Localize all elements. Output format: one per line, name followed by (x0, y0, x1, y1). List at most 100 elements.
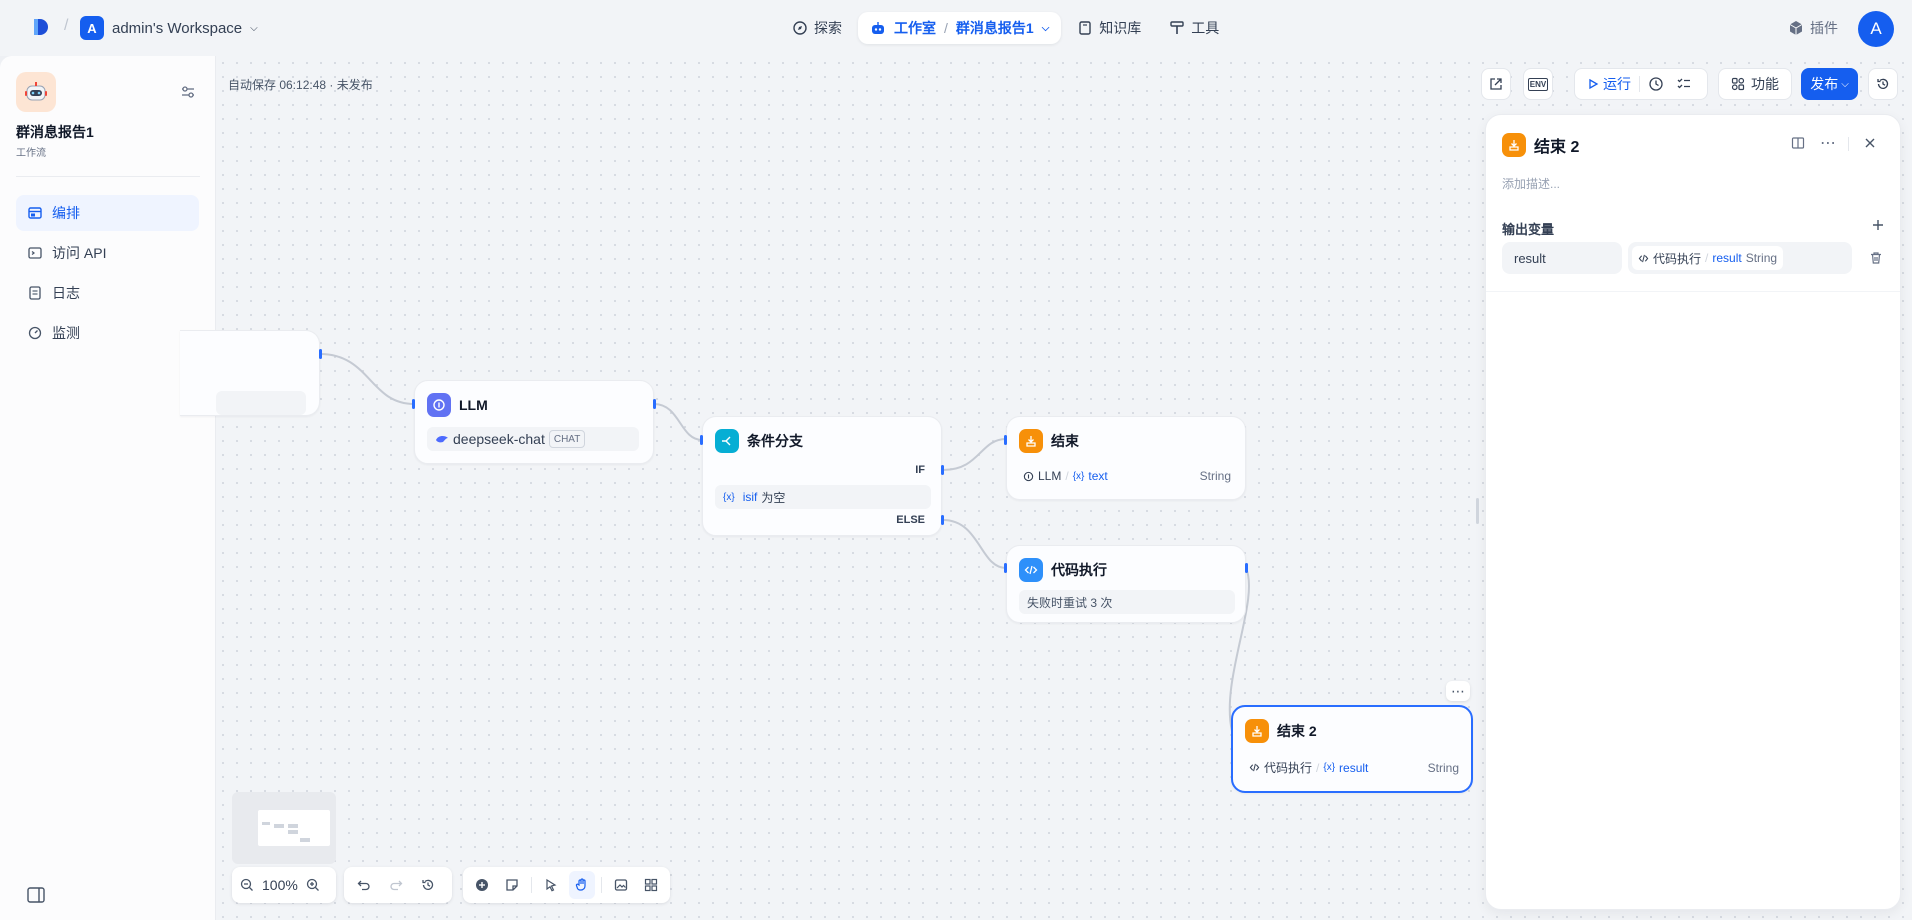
nav-explore-label: 探索 (814, 20, 842, 36)
nav-knowledge-label: 知识库 (1099, 20, 1142, 36)
output-port[interactable] (319, 349, 322, 359)
llm-node[interactable]: LLM deepseek-chat CHAT (414, 380, 654, 464)
sidebar-item-monitor[interactable]: 监测 (16, 315, 199, 351)
publish-button[interactable]: 发布 ⌵ (1801, 68, 1858, 100)
run-button[interactable]: 运行 (1587, 74, 1631, 94)
variable-name-input[interactable]: result (1502, 242, 1622, 274)
chevron-down-icon[interactable]: ⌵ (1041, 22, 1050, 34)
edge (942, 519, 1007, 569)
output-variables-label: 输出变量 (1502, 222, 1555, 237)
undo-button[interactable] (350, 871, 378, 899)
deepseek-whale-icon (436, 435, 448, 443)
settings-sliders-icon[interactable] (180, 84, 196, 100)
redo-button[interactable] (382, 871, 410, 899)
sidebar-item-label: 编排 (52, 205, 80, 221)
export-image-button[interactable] (608, 871, 634, 899)
zoom-in-button[interactable] (302, 871, 324, 899)
input-port[interactable] (1004, 563, 1007, 573)
nav-studio-label: 工作室 (894, 20, 936, 36)
hand-mode-button[interactable] (568, 871, 595, 899)
end-2-node[interactable]: 结束 2 代码执行 / {x} result String (1231, 705, 1473, 793)
run-toolbar-group: 运行 (1574, 68, 1708, 100)
description-input[interactable]: 添加描述... (1502, 177, 1561, 191)
else-output-port[interactable] (941, 515, 944, 525)
version-history-button[interactable] (1868, 68, 1898, 100)
sidebar-item-orchestrate[interactable]: 编排 (16, 195, 199, 231)
close-panel-button[interactable] (1862, 135, 1878, 151)
code-node[interactable]: 代码执行 失败时重试 3 次 (1006, 545, 1246, 623)
node-title: LLM (459, 397, 488, 413)
edge (942, 438, 1007, 471)
minimap-node (288, 830, 298, 834)
zoom-out-button[interactable] (236, 871, 258, 899)
var-source: 代码执行 (1264, 761, 1313, 775)
main-nav: 探索 工作室 / 群消息报告1 ⌵ 知识库 工具 (780, 12, 1231, 44)
delete-variable-button[interactable] (1868, 250, 1884, 266)
retry-text: 失败时重试 3 次 (1027, 595, 1113, 610)
nav-app-name[interactable]: 群消息报告1 (955, 20, 1034, 36)
layout-icon (28, 207, 42, 219)
llm-model-row: deepseek-chat CHAT (427, 427, 639, 451)
variable-icon: {x} (1072, 470, 1085, 482)
minimap-node (300, 838, 310, 842)
end-node[interactable]: 结束 LLM / {x} text String (1006, 416, 1246, 500)
share-button[interactable] (1481, 68, 1511, 100)
sidebar-item-api[interactable]: 访问 API (16, 235, 199, 271)
if-output-port[interactable] (941, 465, 944, 475)
grid-icon (1731, 77, 1745, 91)
input-port[interactable] (1004, 435, 1007, 445)
output-port[interactable] (653, 399, 656, 409)
var-type: String (1199, 469, 1231, 483)
breadcrumb-separator: / (64, 17, 69, 34)
panel-resize-handle[interactable] (1476, 498, 1479, 524)
selected-variable-chip: 代码执行 / result String (1632, 246, 1784, 270)
nav-knowledge[interactable]: 知识库 (1065, 12, 1153, 44)
sidebar-item-label: 日志 (52, 285, 80, 301)
plugins-button[interactable]: 插件 (1788, 18, 1838, 38)
zoom-controls: 100% (232, 867, 336, 903)
app-type: 工作流 (16, 148, 46, 159)
sidebar-item-logs[interactable]: 日志 (16, 275, 199, 311)
workspace-switcher[interactable]: A admin's Workspace ⌵ (80, 16, 258, 40)
node-more-button[interactable]: ⋯ (1446, 681, 1470, 701)
minimap-node (262, 822, 270, 825)
run-history-icon[interactable] (1648, 76, 1664, 92)
organize-button[interactable] (638, 871, 664, 899)
nav-explore[interactable]: 探索 (780, 12, 854, 44)
plus-circle-icon (476, 879, 489, 891)
pointer-mode-button[interactable] (538, 871, 564, 899)
plugins-label: 插件 (1810, 20, 1838, 36)
app-sidebar: 群消息报告1 工作流 编排 访问 API 日志 监测 (0, 56, 216, 920)
divider (600, 877, 602, 893)
sidebar-item-label: 监测 (52, 325, 80, 341)
variable-icon: {x} (723, 491, 735, 503)
history-button[interactable] (414, 871, 442, 899)
add-note-button[interactable] (499, 871, 525, 899)
nav-studio[interactable]: 工作室 / 群消息报告1 ⌵ (858, 12, 1062, 44)
condition-branch-node[interactable]: 条件分支 IF {x} isif 为空 ELSE (702, 416, 942, 536)
input-port[interactable] (412, 399, 415, 409)
add-variable-button[interactable] (1870, 217, 1886, 233)
start-node[interactable] (180, 330, 320, 416)
collapse-sidebar-icon[interactable] (27, 887, 45, 903)
env-button[interactable]: ENV (1523, 68, 1553, 100)
zoom-level[interactable]: 100% (262, 877, 298, 893)
variable-selector[interactable]: 代码执行 / result String (1628, 242, 1852, 274)
features-button[interactable]: 功能 (1718, 68, 1792, 100)
end-output-row: 代码执行 / {x} result String (1249, 759, 1459, 776)
output-port[interactable] (1245, 563, 1248, 573)
more-options-button[interactable]: ⋯ (1820, 135, 1836, 152)
run-label: 运行 (1603, 76, 1631, 92)
add-node-button[interactable] (469, 871, 495, 899)
input-port[interactable] (700, 435, 703, 445)
nav-tools[interactable]: 工具 (1157, 12, 1231, 44)
checklist-icon[interactable] (1676, 76, 1692, 92)
hand-icon (575, 878, 586, 891)
separator: / (1065, 469, 1069, 483)
robot-face-icon (25, 82, 47, 101)
dify-logo-icon[interactable] (30, 16, 54, 40)
help-docs-button[interactable] (1790, 135, 1806, 151)
minimap[interactable] (232, 792, 336, 864)
panel-title[interactable]: 结束 2 (1534, 139, 1580, 156)
user-avatar[interactable]: A (1858, 11, 1894, 47)
